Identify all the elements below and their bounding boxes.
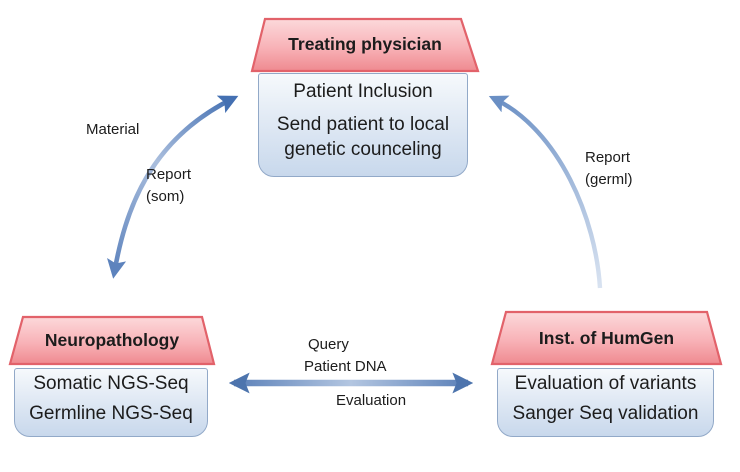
roof-shape	[8, 315, 216, 366]
node-task: Evaluation of variants	[514, 373, 697, 394]
edge-label-material: Material	[86, 121, 140, 138]
arrow-humgen-physician	[488, 95, 603, 289]
edge-label-evaluation: Evaluation	[336, 392, 407, 409]
edge-label-patient-dna: Patient DNA	[304, 358, 387, 375]
node-title: Inst. of HumGen	[538, 327, 675, 348]
edge-label-report-germl: Report (germl)	[585, 147, 633, 191]
node-body: Evaluation of variants Sanger Seq valida…	[497, 368, 714, 437]
roof-shape	[490, 310, 723, 366]
arrow-neuropathology-physician	[107, 95, 239, 279]
edge-label-report-som: Report (som)	[146, 164, 191, 208]
node-neuropathology: Neuropathology Somatic NGS-Seq Germline …	[6, 310, 220, 444]
node-task: Send patient to local genetic counceling	[276, 114, 450, 160]
edge-label-som-qualifier: (som)	[146, 188, 185, 205]
node-title: Neuropathology	[44, 330, 180, 350]
node-body: Somatic NGS-Seq Germline NGS-Seq	[14, 368, 208, 437]
node-treating-physician: Treating physician Patient Inclusion Sen…	[248, 14, 482, 180]
edge-label-report: Report	[146, 166, 192, 183]
edge-label-germl-qualifier: (germl)	[585, 171, 633, 188]
node-task: Sanger Seq validation	[512, 403, 699, 425]
node-inst-of-humgen: Inst. of HumGen Evaluation of variants S…	[488, 306, 728, 444]
node-task: Patient Inclusion	[293, 81, 433, 102]
node-task: Germline NGS-Seq	[29, 403, 193, 425]
edge-label-query: Query	[308, 336, 349, 353]
edge-label-report: Report	[585, 149, 631, 166]
node-task: Somatic NGS-Seq	[33, 373, 189, 394]
roof-shape	[250, 17, 480, 73]
node-body: Patient Inclusion Send patient to local …	[258, 73, 468, 177]
node-title: Treating physician	[288, 33, 442, 54]
